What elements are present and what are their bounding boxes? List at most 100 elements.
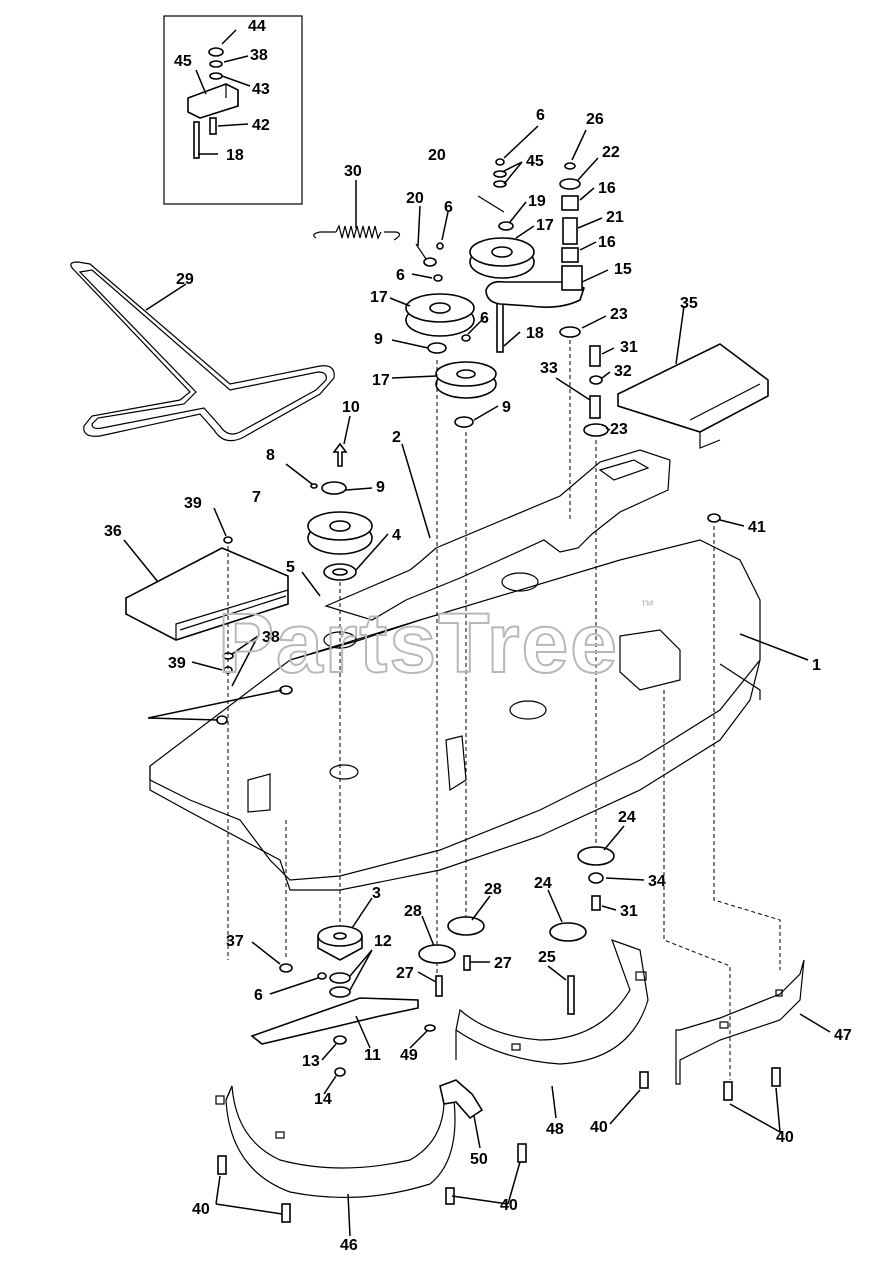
callout-36: 36 [104, 523, 122, 540]
callout-20: 20 [406, 190, 424, 207]
spring-30 [313, 224, 401, 241]
callout-13: 13 [302, 1053, 320, 1070]
baffle-46 [215, 1085, 456, 1199]
pin-40-a [639, 1071, 649, 1089]
washer-24-b [577, 846, 615, 866]
callout-12: 12 [374, 933, 392, 950]
callout-6-spindle: 6 [254, 987, 263, 1004]
callout-17-mid: 17 [372, 372, 390, 389]
callout-3: 3 [372, 885, 381, 902]
bushing-33 [589, 395, 601, 419]
plate-2 [324, 449, 671, 621]
bushing-16-bottom [561, 247, 579, 263]
callout-28: 28 [404, 903, 422, 920]
pin-40-b [723, 1081, 733, 1101]
baffle-48 [455, 939, 649, 1065]
pulley-17-left [405, 293, 475, 337]
callout-9-c: 9 [502, 399, 511, 416]
callout-6-b: 6 [444, 199, 453, 216]
pin-40-g [517, 1143, 527, 1163]
bolt-39-top [223, 536, 233, 544]
spacer-9-b [321, 481, 347, 495]
callout-24-top: 24 [618, 809, 636, 826]
callout-40-left: 40 [192, 1201, 210, 1218]
callout-16-top: 16 [598, 180, 616, 197]
nut-32 [589, 375, 603, 385]
callout-28-right: 28 [484, 881, 502, 898]
callout-15: 15 [614, 261, 632, 278]
callout-9-b: 9 [376, 479, 385, 496]
callout-45-inset: 45 [174, 53, 192, 70]
deck-1 [149, 539, 761, 891]
pulley-17-mid [435, 361, 497, 399]
callout-6-d: 6 [480, 310, 489, 327]
key-8 [310, 483, 318, 489]
callout-21: 21 [606, 209, 624, 226]
belt-29 [70, 261, 335, 442]
nut-6-b [433, 274, 443, 282]
callout-labels: 44 38 45 43 42 18 6 26 20 45 22 16 30 20… [104, 18, 852, 1254]
callout-18-inset: 18 [226, 147, 244, 164]
callout-9-a: 9 [374, 331, 383, 348]
idler-arm-15 [485, 280, 585, 308]
callout-27-right: 27 [494, 955, 512, 972]
pin-40-e [281, 1203, 291, 1223]
callout-46: 46 [340, 1237, 358, 1254]
nut-34 [588, 872, 604, 884]
leader-lines [123, 29, 831, 1237]
callout-27: 27 [396, 965, 414, 982]
washer-28-b [447, 916, 485, 936]
pin-40-d [217, 1155, 227, 1175]
callout-23-bottom: 23 [610, 421, 628, 438]
callout-17-top: 17 [536, 217, 554, 234]
baffle-47 [675, 959, 805, 1085]
callout-19: 19 [528, 193, 546, 210]
washer-38 [209, 60, 223, 68]
bolt-10 [332, 442, 348, 467]
callout-1: 1 [812, 657, 821, 674]
bolt-31-bottom [591, 895, 601, 911]
bracket-45 [187, 83, 239, 119]
callout-8: 8 [266, 447, 275, 464]
callout-35: 35 [680, 295, 698, 312]
callout-39: 39 [168, 655, 186, 672]
callout-23-top: 23 [610, 306, 628, 323]
nut-20 [423, 257, 437, 267]
watermark: PartsTree ™ [217, 595, 654, 691]
washer-38-c [216, 715, 228, 725]
callout-14: 14 [314, 1091, 332, 1108]
bolt-18-main [496, 299, 504, 353]
callout-25: 25 [538, 949, 556, 966]
callout-32: 32 [614, 363, 632, 380]
callout-43: 43 [252, 81, 270, 98]
nut-44 [208, 47, 224, 57]
callout-50: 50 [470, 1151, 488, 1168]
callout-5: 5 [286, 559, 295, 576]
nut-26 [564, 162, 576, 170]
pin-40-c [771, 1067, 781, 1087]
callout-34: 34 [648, 873, 666, 890]
callout-18: 18 [526, 325, 544, 342]
callout-47: 47 [834, 1027, 852, 1044]
washer-12-a [329, 972, 351, 984]
callout-41: 41 [748, 519, 766, 536]
callout-7: 7 [252, 489, 261, 506]
callout-20-top: 20 [428, 147, 446, 164]
callout-4: 4 [392, 527, 401, 544]
inset-frame [163, 15, 303, 205]
bushing-16-top [561, 195, 579, 211]
washer-24-a [549, 922, 587, 942]
washer-19 [498, 221, 514, 231]
spindle-3 [317, 925, 363, 961]
callout-16: 16 [598, 234, 616, 251]
callout-42: 42 [252, 117, 270, 134]
callout-31: 31 [620, 903, 638, 920]
pulley-7 [307, 511, 373, 555]
callout-22: 22 [602, 144, 620, 161]
nut-6-spindle [317, 972, 327, 980]
pin-42 [209, 117, 217, 135]
nut-6-top [495, 158, 505, 166]
spacer-21 [562, 217, 578, 245]
callout-30: 30 [344, 163, 362, 180]
nut-41 [707, 513, 721, 523]
